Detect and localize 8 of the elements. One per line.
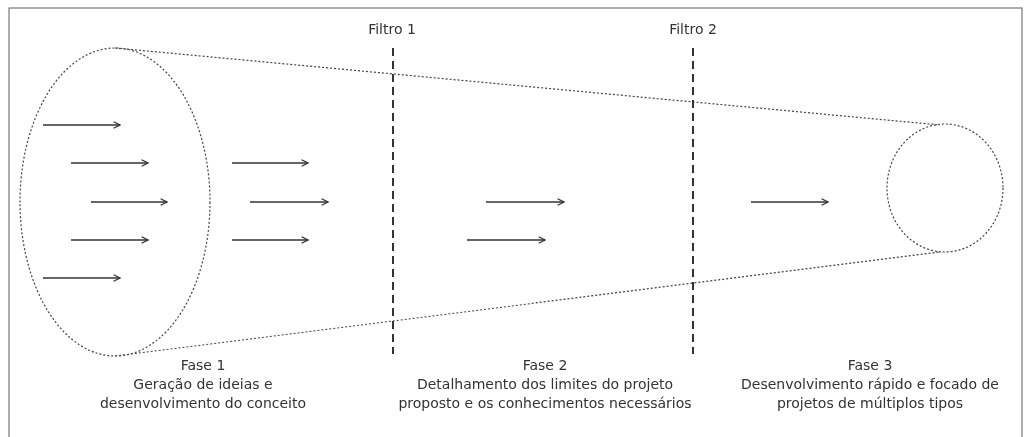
phase-title: Fase 2 [521, 356, 569, 375]
phase-description: Desenvolvimento rápido e focado de projetos de múltiplos tipos [740, 375, 1000, 413]
phase-description: Detalhamento dos limites do projeto proposto e os conhecimentos necessários [397, 375, 693, 413]
filter-label: Filtro 1 [367, 20, 417, 39]
phase-title: Fase 3 [846, 356, 894, 375]
phase-title: Fase 1 [179, 356, 227, 375]
phase-description: Geração de ideias e desenvolvimento do conceito [98, 375, 308, 413]
filter-label: Filtro 2 [668, 20, 718, 39]
